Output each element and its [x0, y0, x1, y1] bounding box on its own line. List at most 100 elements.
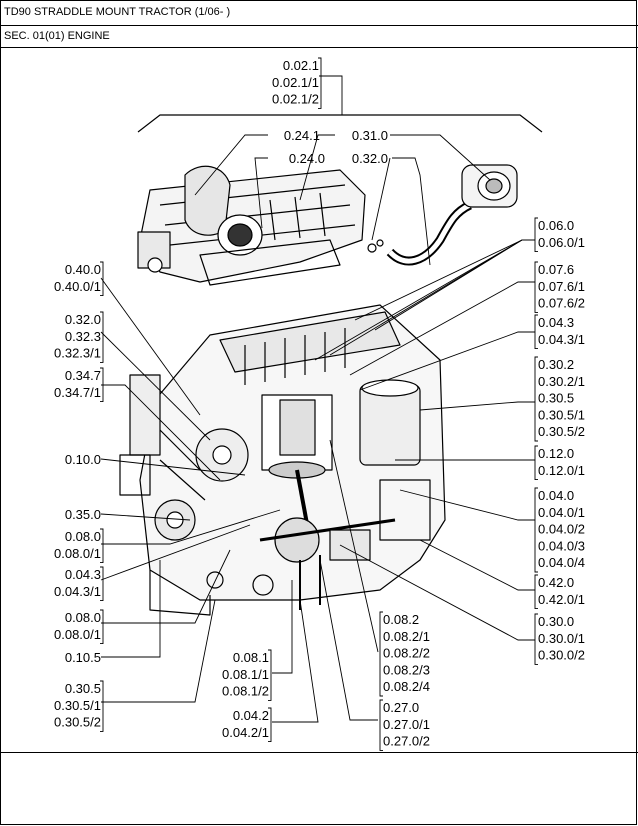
callout-c14: 0.12.0 0.12.0/1 [534, 445, 585, 481]
part-number-label: 0.34.7 [65, 368, 101, 383]
callout-c4: 0.24.0 [289, 151, 325, 166]
callout-c13: 0.10.0 [65, 452, 101, 467]
engine-illustration [119, 114, 543, 616]
part-number-label: 0.35.0 [65, 507, 101, 522]
callout-c12: 0.30.2 0.30.2/1 0.30.50.30.5/1 0.30.5/2 [534, 356, 585, 442]
part-number-label: 0.42.0/1 [538, 592, 585, 607]
callout-bracket [534, 487, 538, 573]
top-group-bracket [137, 114, 543, 133]
callout-bracket [100, 528, 104, 564]
part-number-label: 0.30.5/1 [538, 407, 585, 422]
callout-c22: 0.30.0 0.30.0/1 0.30.0/2 [534, 613, 585, 665]
part-number-label: 0.32.3 [65, 329, 101, 344]
callout-c6: 0.06.0 0.06.0/1 [534, 217, 585, 253]
part-number-label: 0.30.5/2 [54, 715, 101, 730]
part-number-label: 0.04.0/4 [538, 555, 585, 570]
part-number-label: 0.12.0 [538, 446, 574, 461]
part-number-label: 0.06.0/1 [538, 235, 585, 250]
part-number-label: 0.32.0 [65, 312, 101, 327]
callout-bracket [379, 699, 383, 751]
callout-bracket [534, 217, 538, 253]
callout-bracket [268, 649, 272, 701]
callout-c9: 0.32.0 0.32.3 0.32.3/1 [54, 311, 104, 363]
part-number-label: 0.06.0 [538, 218, 574, 233]
part-number-label: 0.31.0 [352, 128, 388, 143]
part-number-label: 0.12.0/1 [538, 463, 585, 478]
callout-c21: 0.08.2 0.08.2/1 0.08.2/20.08.2/3 0.08.2/4 [379, 611, 430, 697]
part-number-label: 0.08.0 [65, 610, 101, 625]
callout-c27: 0.04.2 0.04.2/1 [222, 707, 272, 743]
callout-c2: 0.24.1 [284, 128, 320, 143]
part-number-label: 0.27.0/2 [383, 734, 430, 749]
callout-bracket [534, 445, 538, 481]
callout-bracket [318, 57, 322, 109]
section-divider [0, 47, 638, 48]
part-number-label: 0.07.6 [538, 262, 574, 277]
part-number-label: 0.08.1 [233, 650, 269, 665]
callout-bracket [379, 611, 383, 697]
part-number-label: 0.04.2/1 [222, 725, 269, 740]
callout-bracket [534, 314, 538, 350]
part-number-label: 0.08.1/2 [222, 684, 269, 699]
callout-bracket [100, 311, 104, 363]
part-number-label: 0.08.1/1 [222, 667, 269, 682]
part-number-label: 0.30.5/1 [54, 698, 101, 713]
callout-c23: 0.10.5 [65, 650, 101, 665]
part-number-label: 0.30.2/1 [538, 374, 585, 389]
callout-c10: 0.04.3 0.04.3/1 [534, 314, 585, 350]
part-number-label: 0.42.0 [538, 575, 574, 590]
callout-c1: 0.02.10.02.1/10.02.1/2 [272, 57, 322, 109]
part-number-label: 0.08.2/1 [383, 629, 430, 644]
callout-c8: 0.07.60.07.6/10.07.6/2 [534, 261, 585, 313]
part-number-label: 0.04.3 [538, 315, 574, 330]
part-number-label: 0.04.0/3 [538, 538, 585, 553]
callout-c26: 0.27.0 0.27.0/1 0.27.0/2 [379, 699, 430, 751]
part-number-label: 0.27.0/1 [383, 717, 430, 732]
part-number-label: 0.34.7/1 [54, 385, 101, 400]
part-number-label: 0.30.5/2 [538, 424, 585, 439]
part-number-label: 0.30.0 [538, 614, 574, 629]
part-number-label: 0.02.1 [283, 58, 319, 73]
callout-c18: 0.04.30.04.3/1 [54, 566, 104, 602]
callout-c24: 0.08.1 0.08.1/1 0.08.1/2 [222, 649, 272, 701]
part-number-label: 0.30.5 [538, 391, 574, 406]
part-number-label: 0.32.3/1 [54, 346, 101, 361]
callout-c20: 0.08.0 0.08.0/1 [54, 609, 104, 645]
part-number-label: 0.08.2/3 [383, 662, 430, 677]
callout-bracket [534, 356, 538, 442]
part-number-label: 0.04.2 [233, 708, 269, 723]
callout-labels: 0.02.10.02.1/10.02.1/2 0.24.1 0.31.0 0.24.0… [54, 57, 585, 751]
exhaust-manifold-assembly [137, 165, 366, 286]
part-number-label: 0.27.0 [383, 700, 419, 715]
part-number-label: 0.07.6/1 [538, 279, 585, 294]
footer-divider [0, 752, 638, 753]
part-number-label: 0.30.0/2 [538, 648, 585, 663]
callout-c11: 0.34.7 0.34.7/1 [54, 367, 104, 403]
leader-lines [100, 75, 535, 723]
part-number-label: 0.08.0/1 [54, 546, 101, 561]
part-number-label: 0.04.3/1 [538, 332, 585, 347]
water-hose-assembly [367, 164, 518, 266]
part-number-label: 0.10.5 [65, 650, 101, 665]
part-number-label: 0.04.0/2 [538, 522, 585, 537]
part-number-label: 0.04.3/1 [54, 584, 101, 599]
callout-c7: 0.40.00.40.0/1 [54, 261, 104, 297]
part-number-label: 0.08.2/2 [383, 646, 430, 661]
part-number-label: 0.30.2 [538, 357, 574, 372]
callout-c25: 0.30.5 0.30.5/1 0.30.5/2 [54, 680, 104, 732]
part-number-label: 0.08.2/4 [383, 679, 430, 694]
callout-bracket [534, 261, 538, 313]
part-number-label: 0.24.1 [284, 128, 320, 143]
callout-c5: 0.32.0 [352, 151, 388, 166]
part-number-label: 0.02.1/2 [272, 92, 319, 107]
part-number-label: 0.30.0/1 [538, 631, 585, 646]
callout-bracket [100, 367, 104, 403]
part-number-label: 0.04.0 [538, 488, 574, 503]
part-number-label: 0.10.0 [65, 452, 101, 467]
part-number-label: 0.08.0/1 [54, 627, 101, 642]
document-title: TD90 STRADDLE MOUNT TRACTOR (1/06- ) [4, 6, 231, 18]
part-number-label: 0.08.2 [383, 612, 419, 627]
part-number-label: 0.30.5 [65, 681, 101, 696]
